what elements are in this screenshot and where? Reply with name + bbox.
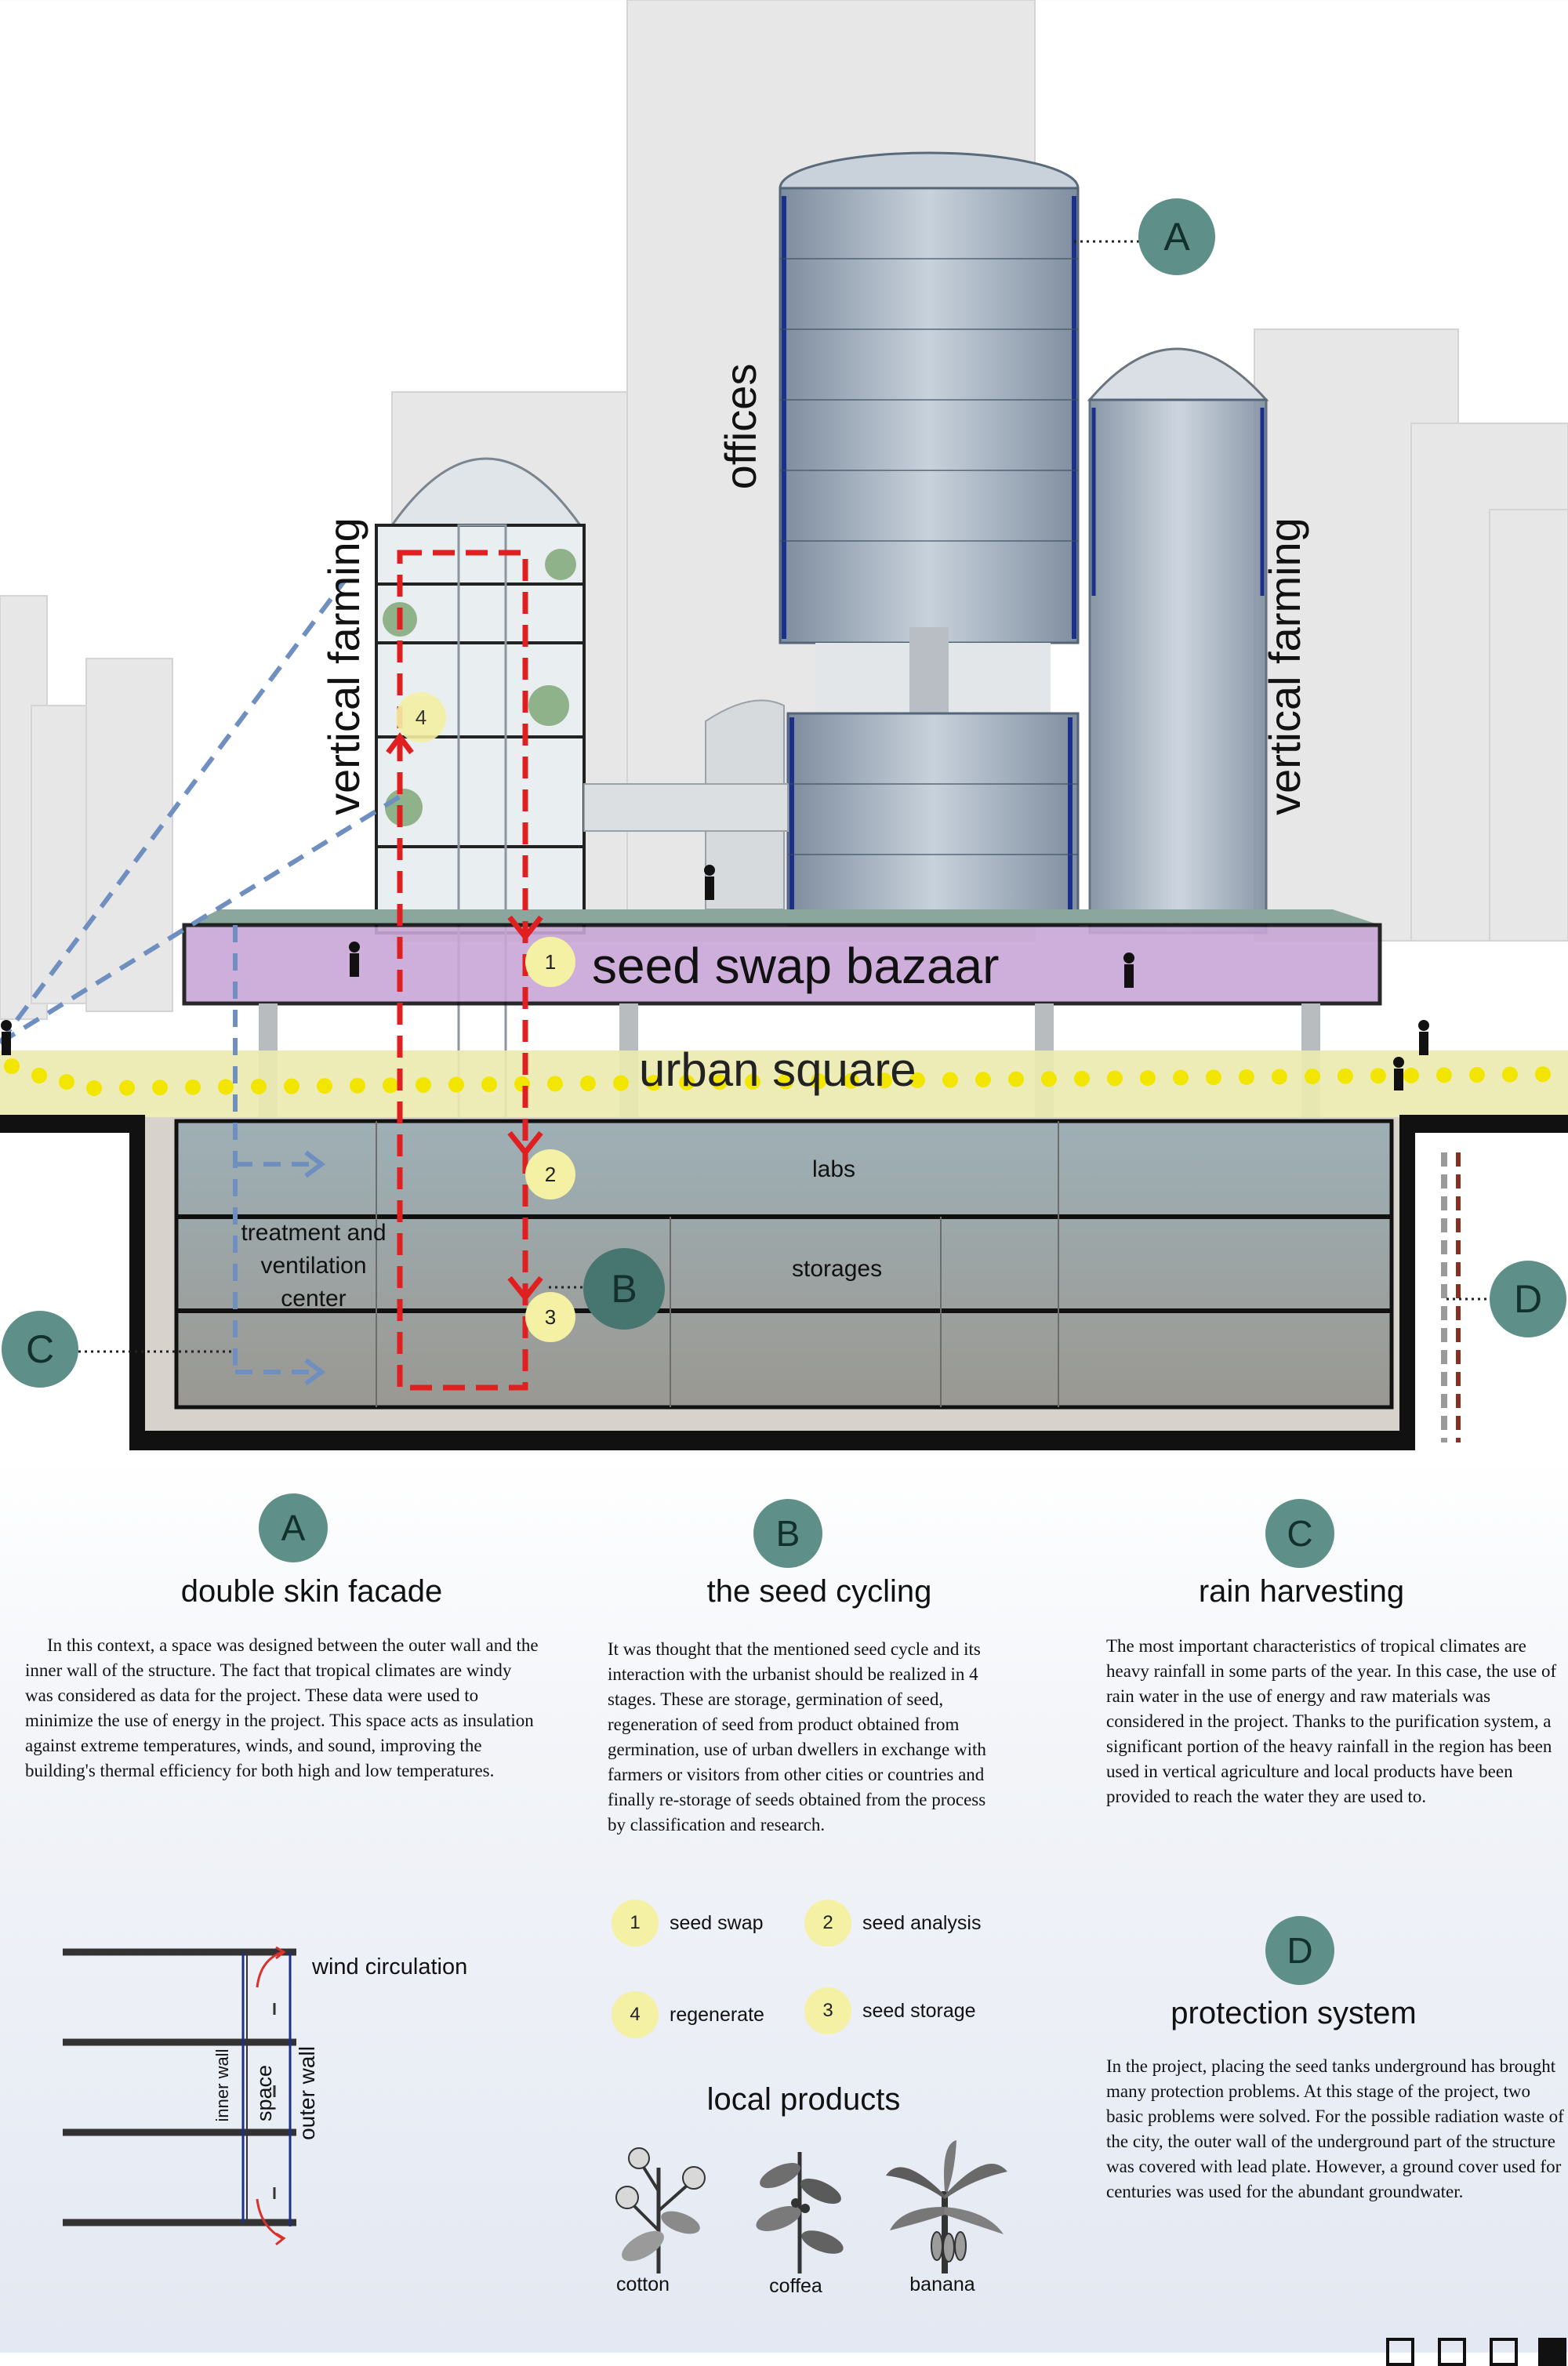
treatment-line-2: ventilation <box>260 1253 367 1279</box>
legend-label-3: seed storage <box>862 1999 976 2022</box>
section-b-badge: B <box>753 1499 822 1568</box>
legend-item-2: 2 seed analysis <box>804 1900 981 1947</box>
cotton-illustration <box>596 2136 721 2277</box>
banana-illustration <box>878 2136 1011 2277</box>
banana-icon <box>886 2140 1007 2273</box>
coffea-icon <box>756 2152 844 2273</box>
treatment-line-3: center <box>281 1286 347 1312</box>
product-label-banana: banana <box>909 2273 975 2295</box>
urban-square-dotted-line <box>86 1066 1568 1096</box>
legend-item-1: 1 seed swap <box>612 1900 764 1947</box>
seed-cycle-path <box>397 550 528 1391</box>
stage-marker-3: 3 <box>525 1292 575 1342</box>
stage-marker-4: 4 <box>396 692 446 742</box>
legend-item-4: 4 regenerate <box>612 1991 764 2038</box>
legend-label-1: seed swap <box>670 1911 764 1934</box>
page-indicator-4-active <box>1538 2338 1566 2366</box>
vertical-farming-tower-right <box>1087 347 1269 934</box>
product-label-cotton: cotton <box>615 2273 670 2295</box>
local-products-title: local products <box>706 2082 901 2117</box>
section-c-title: rain harvesting <box>1198 1574 1405 1609</box>
section-a-badge: A <box>259 1493 328 1562</box>
double-skin-wall-diagram: wind circulation inner wall space outer … <box>47 1929 517 2258</box>
section-d-body: In the project, placing the seed tanks u… <box>1106 2056 1564 2201</box>
cotton-icon <box>615 2147 706 2273</box>
product-label-coffea: coffea <box>769 2275 822 2297</box>
seed-swap-bazaar-volume <box>182 923 1382 1006</box>
legend-dot-2: 2 <box>804 1900 851 1947</box>
legend-label-2: seed analysis <box>862 1911 982 1934</box>
label-inner-wall: inner wall <box>212 2048 232 2122</box>
treatment-line-1: treatment and <box>241 1220 387 1246</box>
legend-label-4: regenerate <box>670 2003 764 2026</box>
section-a-title: double skin facade <box>180 1574 443 1609</box>
people-silhouettes <box>1 865 1429 1090</box>
section-c-badge: C <box>1265 1499 1334 1568</box>
page-indicator-3 <box>1490 2338 1518 2366</box>
callout-b-badge: B <box>583 1248 665 1330</box>
label-treatment-center: treatment and ventilation center <box>227 1217 400 1315</box>
offices-tower <box>779 151 1080 927</box>
section-d-title: protection system <box>1171 1996 1417 2030</box>
label-space: space <box>252 2064 276 2122</box>
label-urban-square: urban square <box>639 1043 916 1096</box>
label-storages: storages <box>792 1256 883 1282</box>
section-drawing <box>0 0 1568 1450</box>
label-outer-wall: outer wall <box>295 2046 319 2140</box>
wall-diagram-drawing <box>63 1946 296 2246</box>
coffea-illustration <box>749 2136 851 2277</box>
legend-dot-1: 1 <box>612 1900 659 1947</box>
label-seed-swap-bazaar: seed swap bazaar <box>592 938 1000 994</box>
callout-c-badge: C <box>2 1311 78 1388</box>
callout-d-badge: D <box>1490 1261 1566 1337</box>
legend-dot-4: 4 <box>612 1991 659 2038</box>
legend-item-3: 3 seed storage <box>804 1987 976 2034</box>
rain-harvesting-path <box>0 579 409 1374</box>
section-b-body: It was thought that the mentioned seed c… <box>608 1639 986 1834</box>
page-indicator-1 <box>1386 2338 1414 2366</box>
page-indicator-2 <box>1438 2338 1466 2366</box>
section-b-title: the seed cycling <box>706 1574 932 1609</box>
architectural-section-scene: offices vertical farming vertical farmin… <box>0 0 1568 1450</box>
section-d-badge: D <box>1265 1916 1334 1985</box>
legend-dot-3: 3 <box>804 1987 851 2034</box>
stage-marker-2: 2 <box>525 1149 575 1199</box>
stage-marker-1: 1 <box>525 937 575 987</box>
section-c-body: The most important characteristics of tr… <box>1106 1636 1557 1806</box>
label-labs: labs <box>812 1156 856 1182</box>
section-a-body: In this context, a space was designed be… <box>25 1635 539 1780</box>
callout-a-badge: A <box>1138 198 1215 275</box>
label-wind-circulation: wind circulation <box>312 1954 468 1980</box>
